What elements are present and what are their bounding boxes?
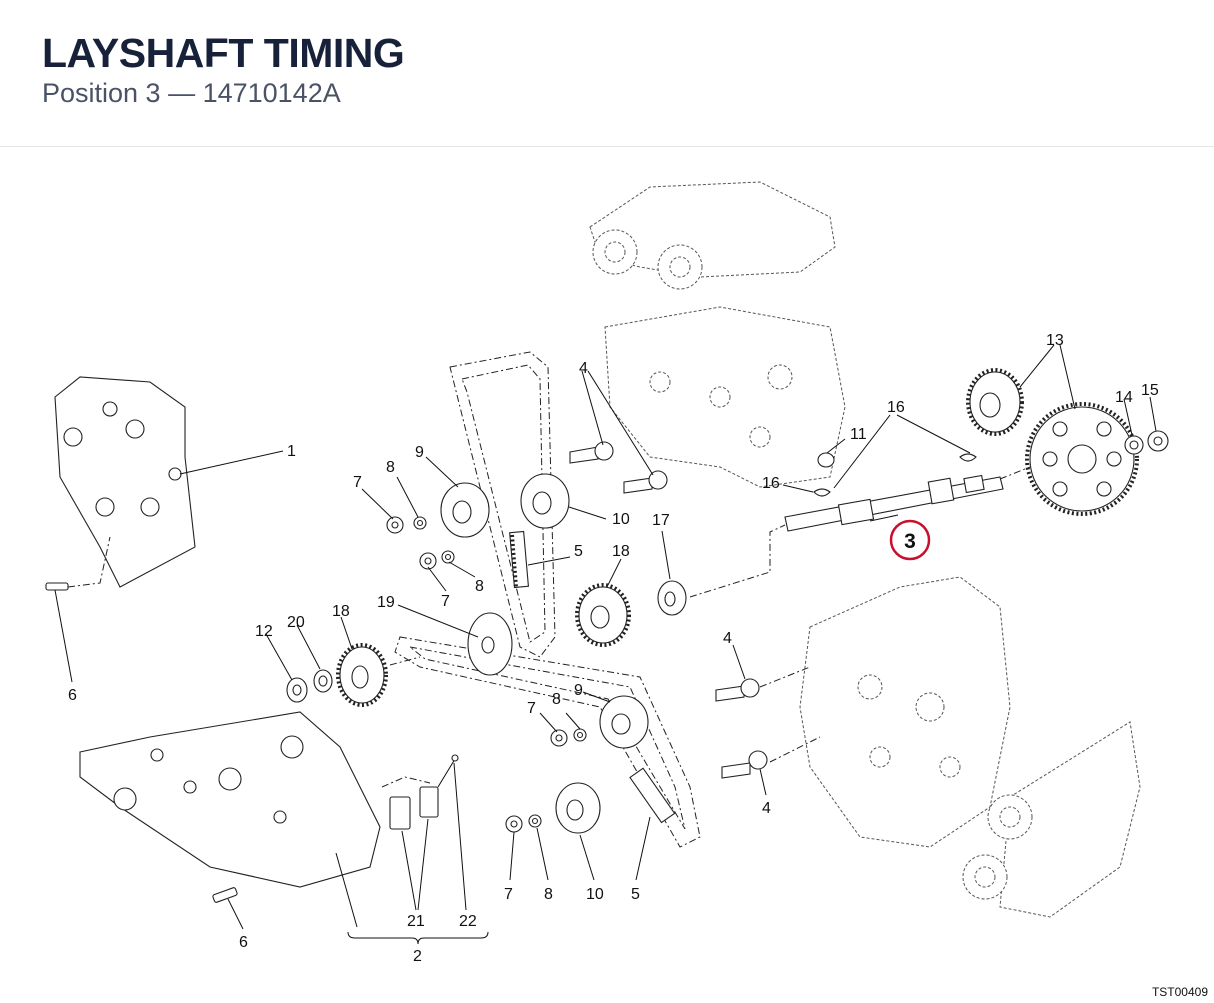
callout-11: 11	[850, 426, 867, 443]
callout-16-a: 16	[887, 399, 905, 416]
nut-7-c	[550, 729, 568, 747]
spacer-17	[657, 580, 687, 616]
screw-22	[437, 754, 459, 788]
pulley-18-lower	[336, 643, 388, 707]
washer-14	[1124, 435, 1144, 455]
callout-19: 19	[377, 594, 395, 611]
callout-4-a: 4	[579, 360, 588, 377]
callout-9-b: 9	[574, 682, 583, 699]
key-16-b	[813, 488, 831, 497]
callout-9-a: 9	[415, 444, 424, 461]
key-16-a	[959, 453, 977, 462]
callout-6-a: 6	[68, 687, 77, 704]
stud-4-c	[715, 678, 760, 702]
page-title: LAYSHAFT TIMING	[42, 30, 405, 76]
nut-15	[1147, 430, 1169, 452]
vertical-belt-cover	[54, 376, 196, 588]
callout-1: 1	[287, 443, 296, 460]
callout-7-b: 7	[441, 593, 450, 610]
callout-5-a: 5	[574, 543, 583, 560]
reference-code: TST00409	[1151, 985, 1208, 999]
ring-20	[313, 669, 333, 693]
callout-8-c: 8	[552, 691, 561, 708]
assembly-lines	[67, 466, 1031, 788]
stud-4-d	[721, 750, 768, 779]
callout-17: 17	[652, 512, 670, 529]
washer-8-a	[413, 516, 427, 530]
callout-8-b: 8	[475, 578, 484, 595]
belt-section-5-upper	[509, 530, 530, 589]
washer-8-d	[528, 814, 542, 828]
callout-4-b: 4	[723, 630, 732, 647]
belt-section-5-lower	[629, 767, 676, 824]
callout-4-c: 4	[762, 800, 771, 817]
layshaft	[784, 474, 1004, 532]
highlight-ring	[889, 519, 931, 561]
highlight-label: 3	[904, 530, 916, 553]
exploded-parts-diagram: 1 2 4 4 4 4 5 5 5 6 6 7 7 7 7 8 8 8 8 9 …	[45, 181, 1169, 965]
washer-8-b	[441, 550, 455, 564]
grommet-21-b	[419, 786, 439, 818]
callout-5-b: 5	[631, 886, 640, 903]
upper-cylinder-head-drawing	[589, 181, 846, 488]
callout-18-b: 18	[332, 603, 350, 620]
callout-7-a: 7	[353, 474, 362, 491]
nut-7-a	[386, 516, 404, 534]
washer-19	[467, 612, 513, 676]
callout-12: 12	[255, 623, 273, 640]
layshaft-small-gear	[966, 368, 1024, 436]
callout-10-b: 10	[586, 886, 604, 903]
idler-pulley-10-upper	[520, 473, 570, 529]
callout-2: 2	[413, 948, 422, 965]
timing-belt-upper	[449, 351, 556, 658]
leader-lines	[54, 344, 1157, 945]
tensioner-pulley-9-upper	[440, 482, 490, 538]
nut-7-b	[419, 552, 437, 570]
highlighted-callout-3: 3	[889, 519, 931, 561]
timing-belt-lower	[394, 636, 701, 848]
callout-6-b: 6	[239, 934, 248, 951]
callout-8-a: 8	[386, 459, 395, 476]
callout-13: 13	[1046, 332, 1064, 349]
callout-labels: 1 2 4 4 4 4 5 5 5 6 6 7 7 7 7 8 8 8 8 9 …	[68, 332, 1159, 965]
callout-18-a: 18	[612, 543, 630, 560]
nut-7-d	[505, 815, 523, 833]
cover-screw-lower	[212, 887, 238, 903]
idler-pulley-10-lower	[555, 782, 601, 834]
page-subtitle: Position 3 — 14710142A	[42, 78, 341, 108]
callout-10-a: 10	[612, 511, 630, 528]
grommet-21-a	[389, 796, 411, 830]
tensioner-pulley-9-lower	[599, 695, 649, 749]
horizontal-belt-cover	[79, 711, 381, 888]
lower-cylinder-head-drawing	[799, 576, 1141, 918]
callout-14: 14	[1115, 389, 1133, 406]
washer-8-c	[573, 728, 587, 742]
callout-8-d: 8	[544, 886, 553, 903]
callout-7-c: 7	[527, 700, 536, 717]
callout-21: 21	[407, 913, 425, 930]
page-header: LAYSHAFT TIMING Position 3 — 14710142A	[0, 0, 1214, 147]
callout-20: 20	[287, 614, 305, 631]
stud-4-b	[623, 470, 668, 494]
callout-15: 15	[1141, 382, 1159, 399]
pulley-18-upper	[575, 583, 631, 647]
layshaft-large-gear	[1025, 402, 1139, 516]
cover-screw-upper	[45, 582, 69, 591]
callout-16-b: 16	[762, 475, 780, 492]
stud-4-a	[569, 441, 614, 464]
callout-22: 22	[459, 913, 477, 930]
circlip-11	[817, 452, 835, 468]
seal-12	[286, 677, 308, 703]
callout-7-d: 7	[504, 886, 513, 903]
